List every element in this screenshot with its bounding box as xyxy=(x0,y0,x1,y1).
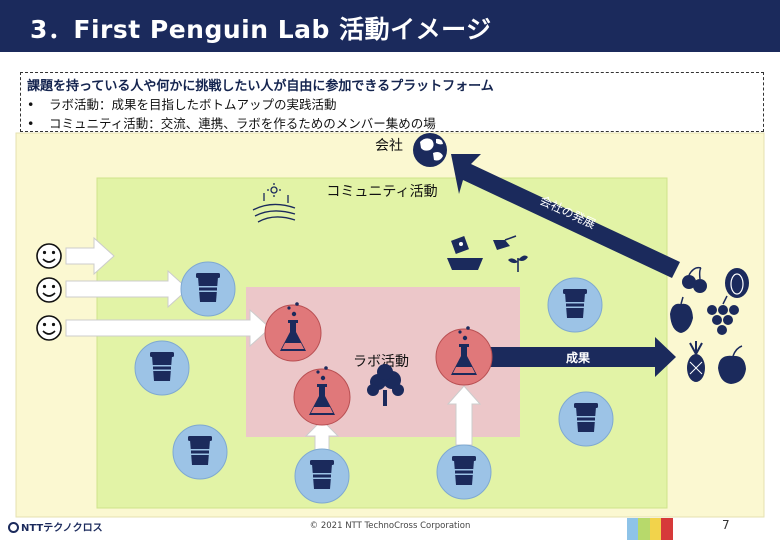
logo-ring-icon xyxy=(8,522,19,533)
company-growth-arrow xyxy=(451,154,680,278)
page-number: 7 xyxy=(722,518,730,532)
member-cup xyxy=(558,391,614,447)
tree-icon xyxy=(367,364,404,406)
up-arrow xyxy=(304,419,340,451)
lab-label: ラボ活動 xyxy=(353,354,409,370)
header-bar: 3．First Penguin Lab 活動イメージ xyxy=(0,0,780,52)
lab-flask xyxy=(293,366,351,426)
entry-arrow xyxy=(65,308,271,348)
result-label: 成果 xyxy=(566,350,590,365)
color-bar-decoration xyxy=(627,518,673,540)
member-cup xyxy=(547,277,603,333)
member-cup xyxy=(172,424,228,480)
planting-icon xyxy=(447,235,528,272)
info-title: 課題を持っている人や何かに挑戦したい人が自由に参加できるプラットフォーム xyxy=(27,79,494,94)
member-cup xyxy=(134,340,190,396)
up-arrow xyxy=(446,385,482,446)
lab-flask xyxy=(435,326,493,386)
smiley-face-icon xyxy=(36,277,62,303)
page-title: 3．First Penguin Lab 活動イメージ xyxy=(30,15,492,44)
lab-flask xyxy=(264,302,322,362)
entry-arrow xyxy=(65,269,189,309)
member-cup xyxy=(294,448,350,504)
copyright: © 2021 NTT TechnoCross Corporation xyxy=(309,521,471,531)
info-bullet-lab: •ラボ活動：成果を目指したボトムアップの実践活動 xyxy=(27,97,337,112)
field-icon xyxy=(252,183,296,223)
fruits-icon xyxy=(670,266,749,384)
smiley-face-icon xyxy=(36,315,62,341)
globe-icon xyxy=(413,133,447,167)
member-cup xyxy=(436,444,492,500)
company-logo: NTTテクノクロス xyxy=(8,519,103,534)
community-label: コミュニティ活動 xyxy=(326,184,437,200)
smiley-face-icon xyxy=(36,243,62,269)
member-cup xyxy=(180,261,236,317)
entry-arrow xyxy=(65,236,115,276)
result-arrow xyxy=(490,337,676,377)
info-bullet-community: •コミュニティ活動：交流、連携、ラボを作るためのメンバー集めの場 xyxy=(27,116,436,131)
info-box: 課題を持っている人や何かに挑戦したい人が自由に参加できるプラットフォーム •ラボ… xyxy=(20,72,764,132)
company-label: 会社 xyxy=(375,138,403,154)
